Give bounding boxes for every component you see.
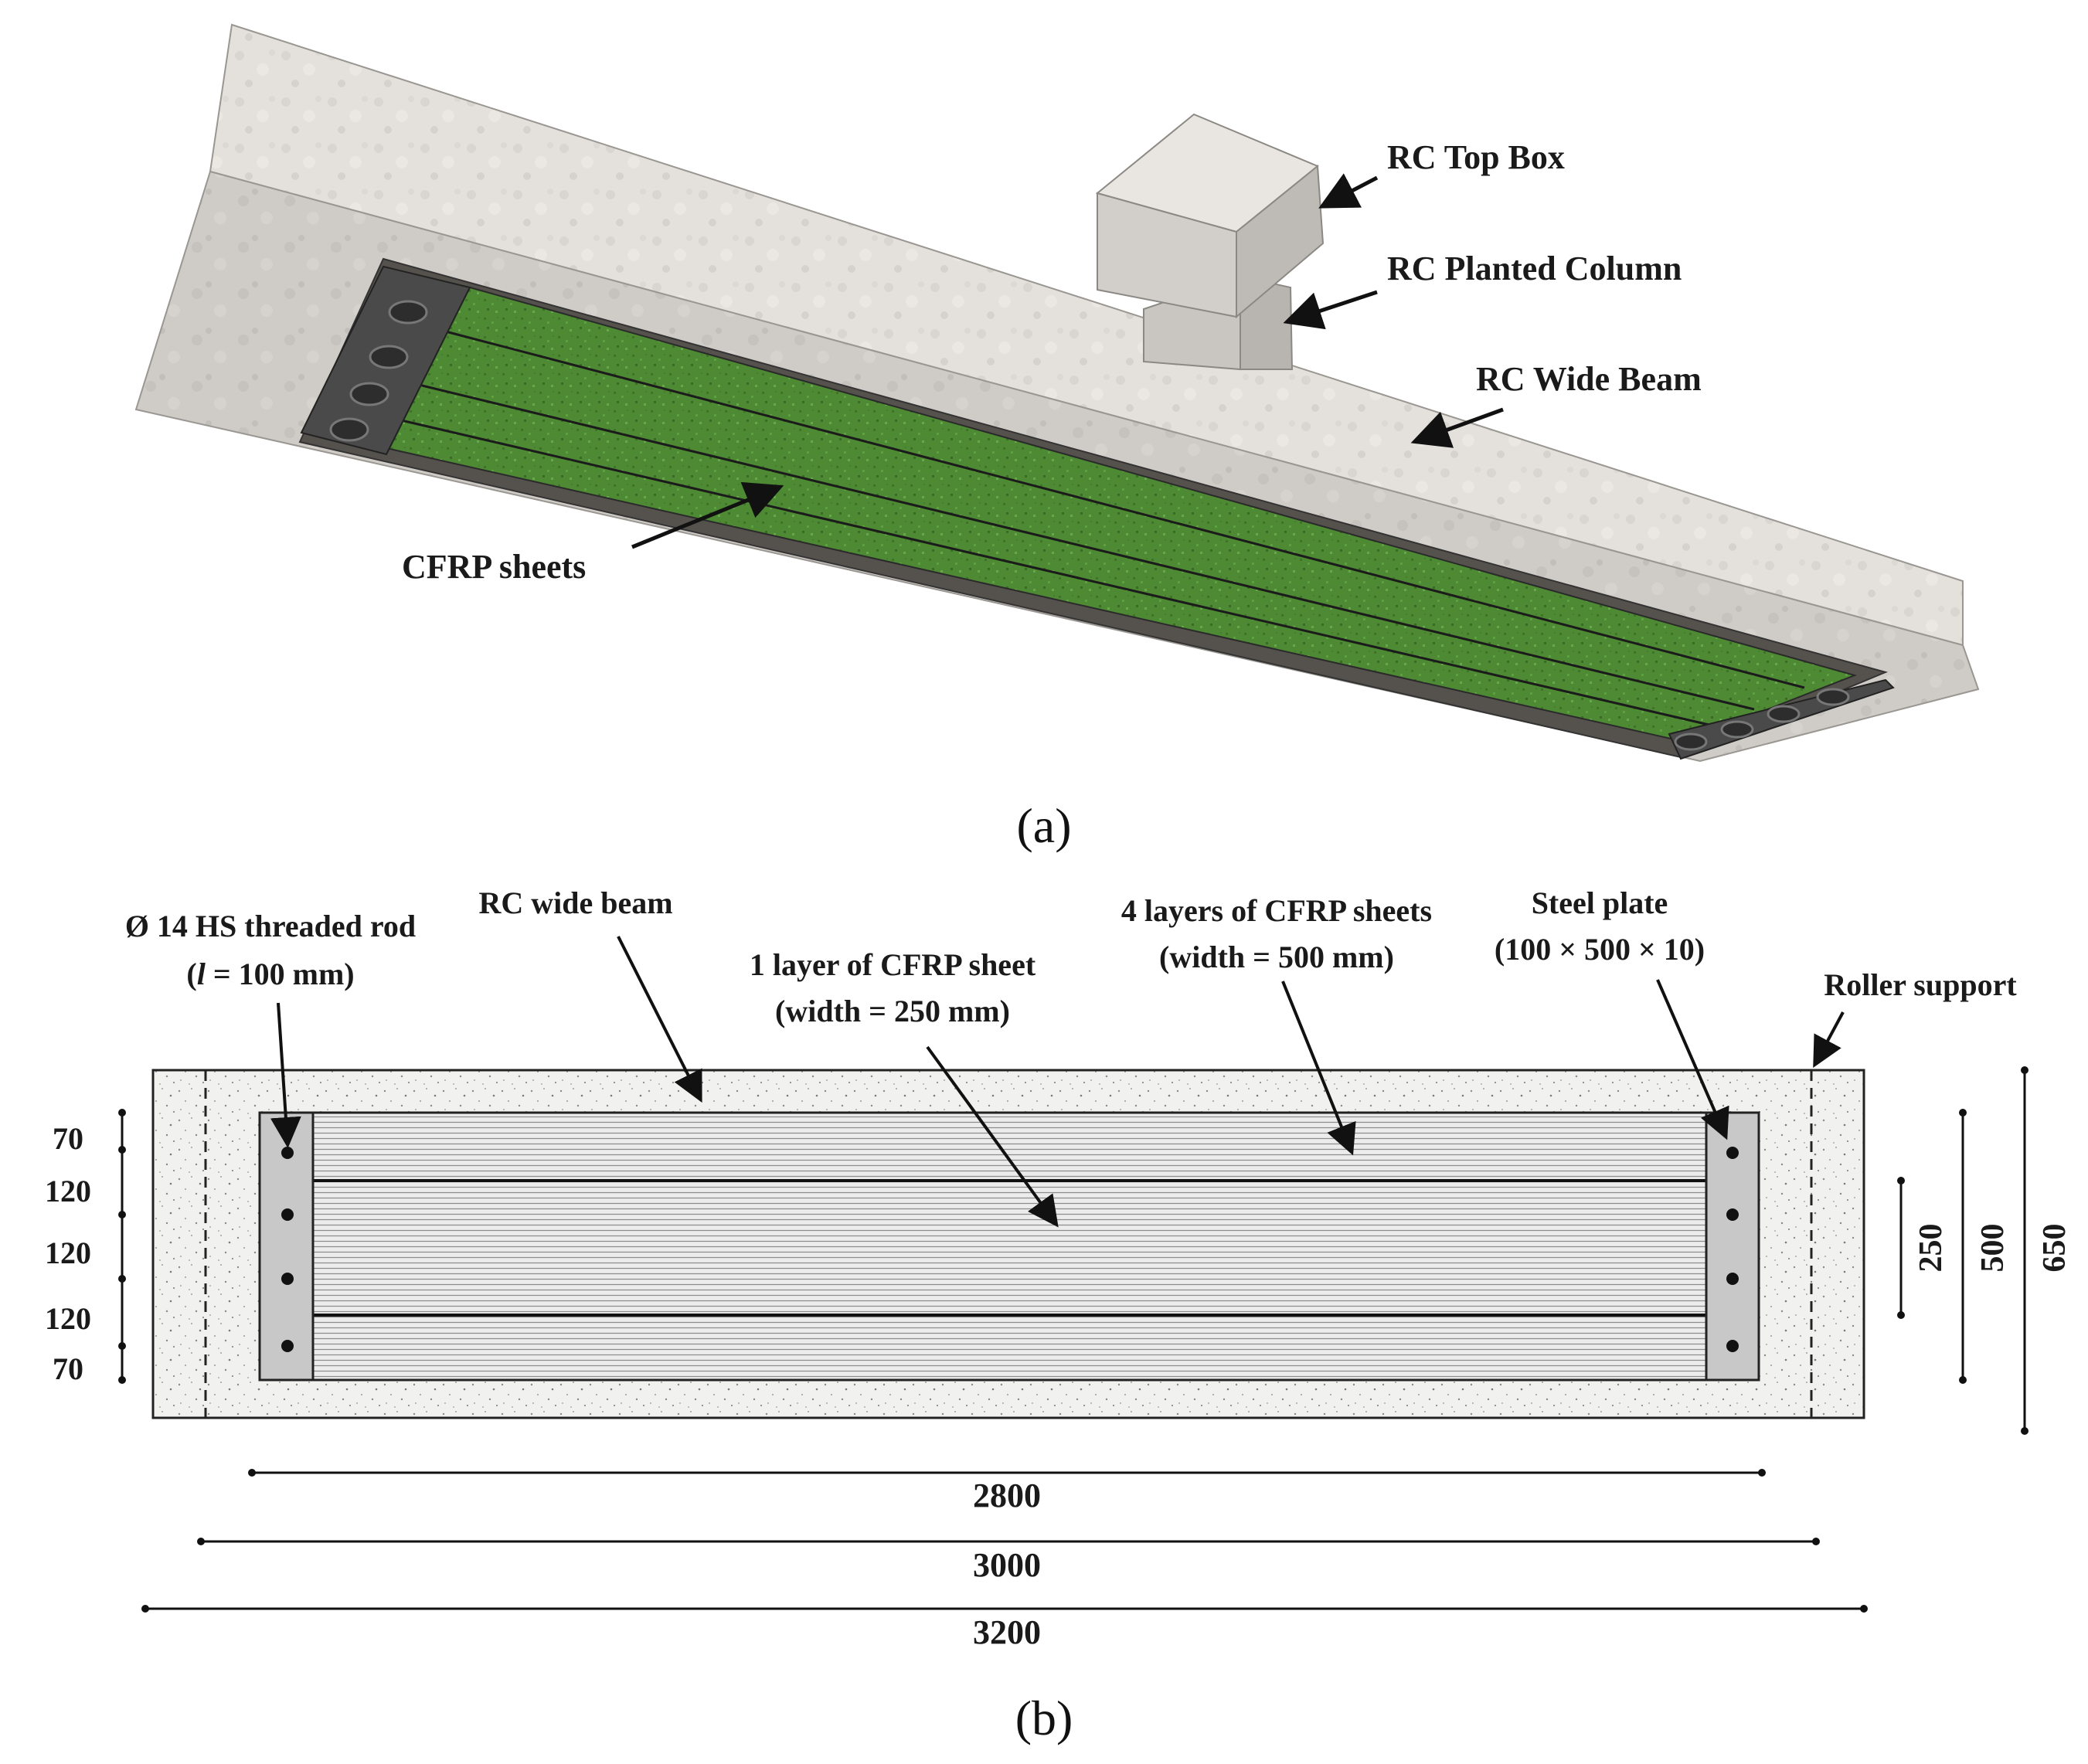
bolt-icon: [349, 382, 389, 406]
arrow-top-box: [1318, 173, 1379, 209]
dim-tick: [1860, 1605, 1868, 1613]
label-rod-2: (l = 100 mm): [186, 957, 354, 991]
label-cfrp: CFRP sheets: [402, 548, 586, 586]
label-planted-column: RC Planted Column: [1387, 250, 1682, 287]
left-dim-label: 70: [53, 1121, 83, 1156]
figure-a-labels: RC Top Box RC Planted Column RC Wide Bea…: [402, 138, 1702, 853]
cfrp-divider-1: [442, 329, 1805, 689]
dim-tick: [118, 1109, 126, 1117]
top-box: [1095, 113, 1325, 319]
figure-a-3d-beam: [134, 23, 1980, 763]
bolt-icon: [1767, 705, 1801, 723]
bolt-icon: [388, 300, 428, 325]
left-dim-label: 70: [53, 1351, 83, 1386]
plan-rods-left: [281, 1147, 294, 1352]
arrow-roller: [1813, 1011, 1845, 1069]
bolt-icon: [1816, 688, 1850, 706]
label-steel-plate-1: Steel plate: [1532, 885, 1668, 920]
bottom-dim-label: 2800: [973, 1477, 1041, 1514]
dim-tick: [1897, 1177, 1905, 1184]
dim-tick: [141, 1605, 149, 1613]
dim-tick: [1758, 1469, 1766, 1477]
label-one-layer-2: (width = 250 mm): [775, 994, 1010, 1028]
right-bolts: [1674, 688, 1850, 751]
rod-icon: [1726, 1340, 1739, 1352]
dim-tick: [2021, 1066, 2028, 1074]
dim-tick: [197, 1538, 205, 1545]
bolt-icon: [1720, 720, 1754, 739]
bottom-dimension-lines: 2800 3000 3200: [141, 1469, 1868, 1651]
label-one-layer-1: 1 layer of CFRP sheet: [750, 947, 1036, 982]
dim-tick: [118, 1342, 126, 1350]
rod-icon: [1726, 1273, 1739, 1285]
arrow-steel-plate: [1656, 979, 1729, 1140]
label-four-layers-2: (width = 500 mm): [1159, 940, 1394, 974]
arrow-four-layers: [1281, 981, 1356, 1156]
figure-b-labels: Ø 14 HS threaded rod (l = 100 mm) RC wid…: [125, 885, 2017, 1228]
label-top-box: RC Top Box: [1387, 138, 1565, 176]
label-rod-1: Ø 14 HS threaded rod: [125, 909, 416, 943]
left-dim-label: 120: [45, 1301, 91, 1336]
right-dim-label: 500: [1975, 1224, 2011, 1273]
dim-tick: [1812, 1538, 1820, 1545]
right-dimension-chain: 250 500 650: [1897, 1066, 2073, 1435]
rod-icon: [1726, 1208, 1739, 1221]
dim-tick: [118, 1146, 126, 1154]
rod-icon: [1726, 1147, 1739, 1159]
rod-icon: [281, 1340, 294, 1352]
label-plan-wide-beam: RC wide beam: [478, 885, 672, 920]
dim-tick: [118, 1211, 126, 1218]
caption-a: (a): [1016, 798, 1071, 853]
cfrp-divider-3: [397, 418, 1716, 728]
dim-tick: [2021, 1427, 2028, 1435]
left-bolts: [329, 300, 428, 442]
bolt-icon: [329, 417, 369, 442]
rod-icon: [281, 1208, 294, 1221]
figure-b-plan-view: [151, 1069, 1865, 1419]
plan-rods-right: [1726, 1147, 1739, 1352]
arrow-wide-beam: [1410, 407, 1504, 448]
label-wide-beam: RC Wide Beam: [1476, 360, 1702, 398]
label-roller: Roller support: [1824, 967, 2017, 1002]
arrow-plan-wide-beam: [617, 936, 702, 1103]
caption-b: (b): [1015, 1691, 1073, 1745]
arrow-rod: [270, 1002, 301, 1148]
rod-icon: [281, 1273, 294, 1285]
dim-tick: [118, 1376, 126, 1384]
rod-icon: [281, 1147, 294, 1159]
dim-tick: [248, 1469, 256, 1477]
right-dim-label: 650: [2037, 1224, 2073, 1273]
right-dim-label: 250: [1913, 1224, 1949, 1273]
arrow-one-layer: [926, 1045, 1059, 1228]
bolt-icon: [369, 345, 409, 369]
left-dimension-chain: 70 120 120 120 70: [45, 1109, 126, 1386]
dim-tick: [1959, 1109, 1967, 1117]
bottom-dim-label: 3200: [973, 1613, 1041, 1651]
label-four-layers-1: 4 layers of CFRP sheets: [1121, 893, 1432, 928]
left-dim-label: 120: [45, 1174, 91, 1208]
bottom-dim-label: 3000: [973, 1546, 1041, 1584]
bolt-icon: [1674, 732, 1708, 751]
cfrp-divider-2: [415, 382, 1755, 711]
arrow-planted-column: [1283, 290, 1378, 330]
dim-tick: [118, 1275, 126, 1283]
dim-tick: [1959, 1376, 1967, 1384]
dim-tick: [1897, 1311, 1905, 1319]
label-steel-plate-2: (100 × 500 × 10): [1495, 932, 1705, 967]
arrow-cfrp: [631, 481, 784, 549]
plan-cfrp-region: [258, 1111, 1760, 1382]
left-dim-label: 120: [45, 1235, 91, 1270]
